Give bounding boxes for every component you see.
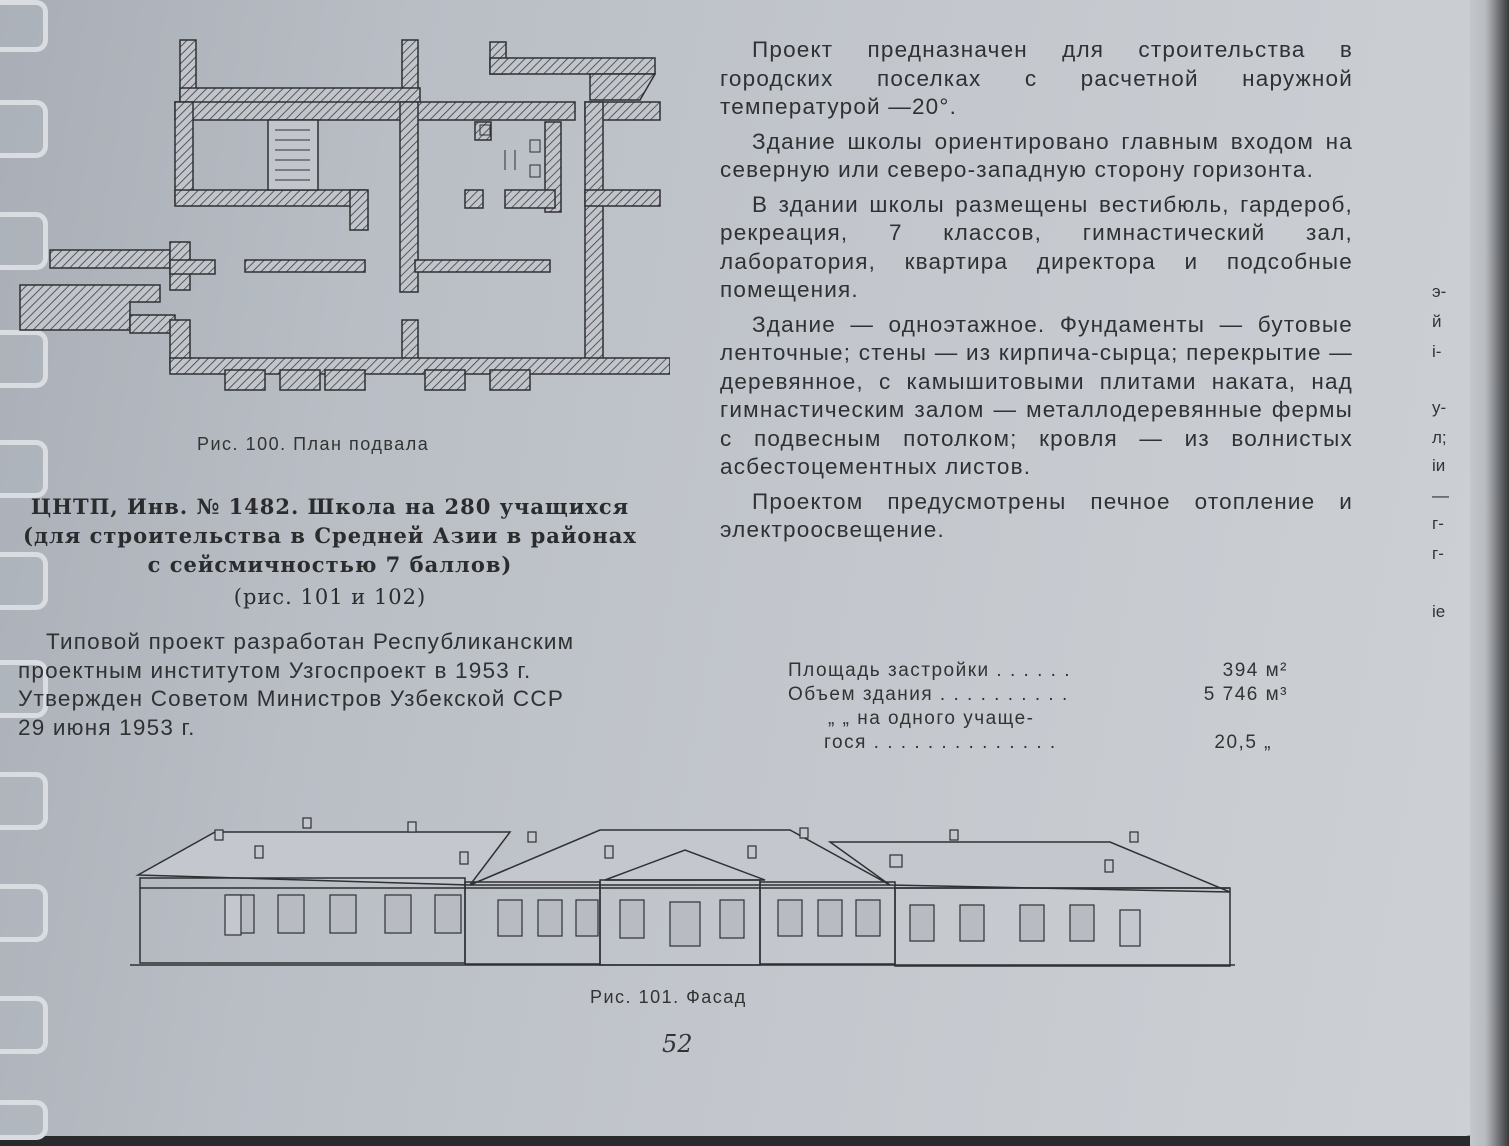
paragraph: Здание школы ориентировано главным входо… (720, 128, 1353, 183)
basement-plan-drawing (19, 39, 670, 391)
margin-fragment: іи (1432, 456, 1446, 475)
binding-ring (0, 552, 48, 610)
figure-101-caption: Рис. 101. Фасад (590, 987, 747, 1007)
right-column-text: Проект предназначен для строительства в … (720, 36, 1353, 551)
binding-ring (0, 772, 48, 830)
page-number: 52 (662, 1030, 693, 1058)
margin-fragment: у- (1432, 398, 1447, 417)
left-paragraph-line: Утвержден Советом Министров Узбекской СС… (18, 686, 565, 711)
binding-ring (0, 0, 48, 52)
facade-drawing (130, 817, 1235, 967)
project-title: ЦНТП, Инв. № 1482. Школа на 280 учащихся… (10, 492, 650, 612)
binding-ring (0, 440, 48, 498)
binding-ring (0, 884, 48, 942)
stat-label: гося . . . . . . . . . . . . . . (824, 732, 1057, 753)
margin-fragment: э- (1432, 282, 1447, 301)
binding-ring (0, 1100, 48, 1140)
left-paragraph-line: проектным институтом Узгоспроект в 1953 … (18, 657, 532, 683)
margin-fragment: і- (1432, 342, 1442, 361)
paragraph: Проект предназначен для строительства в … (720, 37, 1353, 119)
paragraph: Здание — одноэтажное. Фундаменты — бутов… (720, 311, 1353, 480)
project-figures-reference: (рис. 101 и 102) (233, 585, 427, 609)
stat-row: „ „ на одного учаще- (788, 708, 1288, 732)
margin-fragment: л; (1432, 428, 1447, 447)
margin-fragment: г- (1432, 514, 1444, 533)
project-title-line: с сейсмичностью 7 баллов) (147, 552, 513, 577)
stat-row: гося . . . . . . . . . . . . . . 20,5 „ (788, 732, 1288, 756)
left-paragraph-line: Типовой проект разработан Республикански… (46, 629, 575, 654)
paragraph: В здании школы размещены вестибюль, гард… (720, 191, 1353, 303)
paragraph: Проектом предусмотрены печное отопление … (720, 488, 1353, 543)
figure-100-caption: Рис. 100. План подвала (197, 434, 430, 454)
left-paragraph-line: 29 июня 1953 г. (18, 714, 196, 740)
stat-value: 5 746 м³ (1203, 684, 1288, 705)
stat-value: 20,5 „ (1214, 732, 1272, 753)
binding-ring (0, 660, 48, 718)
margin-fragment: — (1432, 486, 1449, 505)
binding-ring (0, 996, 48, 1054)
binding-ring (0, 212, 48, 270)
stat-label: Площадь застройки . . . . . . (788, 660, 1071, 681)
stat-label: „ „ на одного учаще- (828, 708, 1035, 729)
page-edge-shadow (1470, 0, 1509, 1146)
stat-label: Объем здания . . . . . . . . . . (788, 684, 1069, 705)
stat-row: Площадь застройки . . . . . . 394 м² (788, 660, 1288, 684)
project-title-line: (для строительства в Средней Азии в райо… (23, 523, 637, 548)
stat-row: Объем здания . . . . . . . . . . 5 746 м… (788, 684, 1288, 708)
margin-fragment: г- (1432, 544, 1444, 563)
left-paragraph: Типовой проект разработан Республикански… (18, 628, 650, 742)
binding-ring (0, 330, 48, 388)
book-page: Рис. 100. План подвала ЦНТП, Инв. № 1482… (0, 0, 1484, 1140)
margin-fragment: й (1432, 312, 1442, 331)
binding-ring (0, 100, 48, 158)
project-title-line: ЦНТП, Инв. № 1482. Школа на 280 учащихся (30, 494, 630, 519)
stat-value: 394 м² (1222, 660, 1288, 681)
margin-fragment: іе (1432, 602, 1446, 621)
building-stats: Площадь застройки . . . . . . 394 м² Объ… (788, 660, 1288, 756)
